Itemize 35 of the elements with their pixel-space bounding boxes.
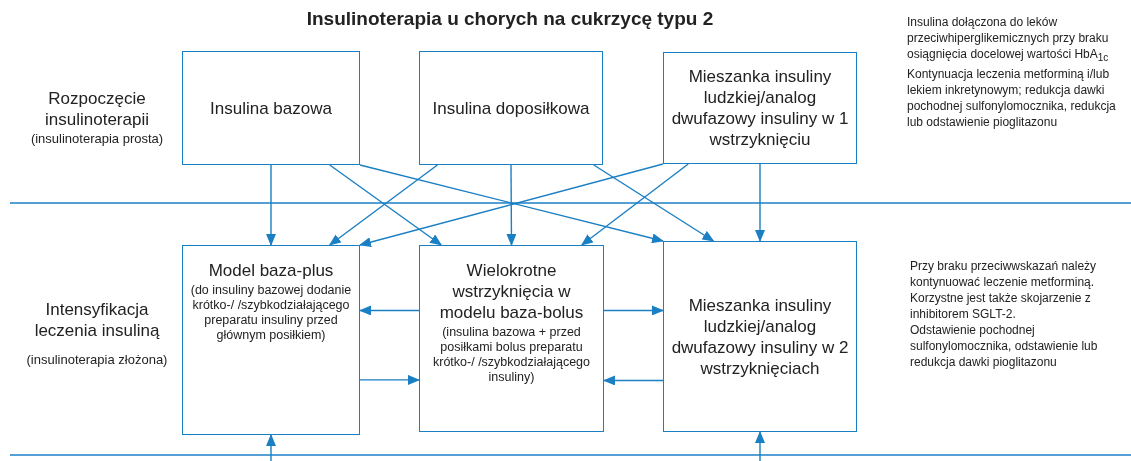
- box-heading: Model baza-plus: [208, 260, 334, 281]
- box-heading: Insulina bazowa: [210, 97, 332, 119]
- note-text: Przy braku przeciwwskazań należy kontynuować leczenie metforminą.: [910, 258, 1098, 290]
- arrow: [581, 163, 689, 246]
- box-heading: Mieszanka insuliny ludzkiej/analog dwufazowy insuliny w 2 wstrzyknięciach: [670, 294, 850, 379]
- diagram-title: Insulinoterapia u chorych na cukrzycę typu 2: [305, 8, 715, 30]
- box-heading: Insulina doposiłkowa: [432, 97, 590, 119]
- process-box: [663, 52, 857, 164]
- stage-subtitle: (insulinoterapia prosta): [29, 131, 165, 147]
- process-box: [182, 51, 360, 165]
- box-description: (insulina bazowa + przed posiłkami bolus preparatu krótko-/ /szybkodziałającego insuliny): [432, 325, 591, 385]
- process-box: [419, 245, 604, 432]
- arrow: [755, 163, 765, 242]
- note-text: Korzystne jest także skojarzenie z inhibitorem SGLT-2.: [910, 290, 1092, 322]
- box-heading: Mieszanka insuliny ludzkiej/analog dwufazowy insuliny w 1 wstrzyknięciu: [670, 66, 850, 150]
- arrow: [359, 305, 420, 316]
- note-text: Odstawienie pochodnej sulfonylomocznika, odstawienie lub redukcja dawki pioglitazonu: [910, 322, 1099, 370]
- stage-subtitle: (insulinoterapia złożona): [25, 352, 169, 368]
- arrow: [755, 431, 765, 461]
- stage-label: Intensyfikacja leczenia insuliną: [33, 299, 161, 341]
- box-description: (do insuliny bazowej dodanie krótko-/ /szybkodziałającego preparatu insuliny przed głównym posiłkiem): [189, 283, 353, 343]
- process-box: [182, 245, 360, 435]
- arrow: [593, 164, 715, 242]
- process-box: [663, 241, 857, 432]
- arrow: [603, 305, 664, 316]
- stage-label: Rozpoczęcie insulinoterapii: [44, 88, 150, 130]
- arrow: [603, 375, 664, 386]
- arrow: [266, 434, 276, 461]
- note-text: Kontynuacja leczenia metforminą i/lub lekiem inkretynowym; redukcja dawki pochodnej sulfonylomocznika, redukcja lub odstawienie pioglitazonu: [907, 66, 1117, 131]
- arrow: [506, 164, 517, 246]
- arrow: [266, 164, 276, 246]
- note-text: Insulina dołączona do leków przeciwhiperglikemicznych przy braku osiągnięcia docelowej wartości HbA$_{1c}$: [907, 14, 1110, 66]
- box-heading: Wielokrotne wstrzyknięcia w modelu baza-bolus: [438, 260, 585, 323]
- arrow: [359, 374, 420, 385]
- process-box: [419, 51, 603, 165]
